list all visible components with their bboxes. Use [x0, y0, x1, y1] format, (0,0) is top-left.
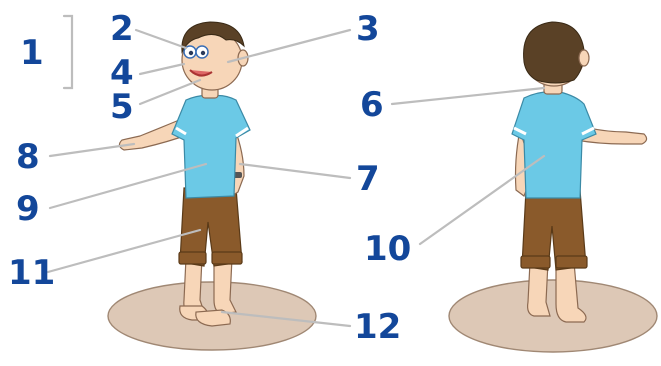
label-1: 1 — [20, 33, 44, 73]
label-5: 5 — [110, 87, 134, 127]
leader-3 — [228, 30, 350, 62]
front-boy-figure — [108, 22, 316, 350]
back-floor-pad — [449, 280, 657, 352]
label-12: 12 — [354, 307, 401, 347]
leader-2 — [136, 30, 186, 48]
label-8: 8 — [16, 137, 40, 177]
label-6: 6 — [360, 85, 384, 125]
label-11: 11 — [8, 253, 55, 293]
label-7: 7 — [356, 159, 380, 199]
label-9: 9 — [16, 189, 40, 229]
bracket-1 — [64, 16, 72, 88]
leader-9 — [50, 164, 206, 208]
leader-8 — [50, 144, 134, 156]
label-10: 10 — [364, 229, 411, 269]
leader-4 — [140, 64, 184, 74]
label-3: 3 — [356, 9, 380, 49]
back-boy-figure — [449, 22, 657, 352]
leader-7 — [240, 164, 350, 178]
leader-11 — [48, 230, 200, 272]
label-2: 2 — [110, 9, 134, 49]
leader-6 — [392, 88, 544, 104]
